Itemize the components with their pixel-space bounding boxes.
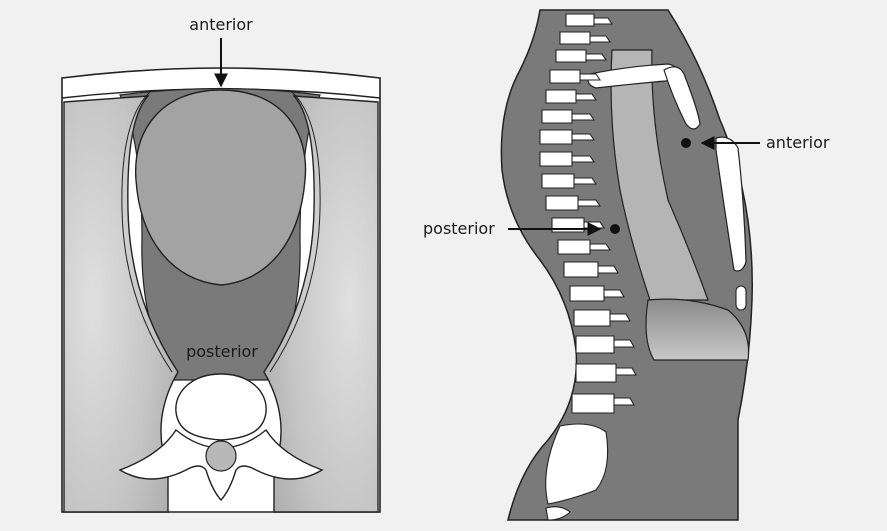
anterior-point-marker [681, 138, 691, 148]
spinal-canal [206, 441, 236, 471]
axial-anterior-label: anterior [189, 15, 253, 34]
xiphoid [736, 286, 746, 310]
vertebral-body [176, 374, 266, 440]
posterior-point-marker [610, 224, 620, 234]
sagittal-anterior-label: anterior [766, 133, 830, 152]
sagittal-posterior-label: posterior [423, 219, 495, 238]
axial-section: anterior posterior [62, 15, 380, 512]
axial-posterior-label: posterior [186, 342, 258, 361]
sagittal-section: anterior posterior [423, 10, 830, 520]
